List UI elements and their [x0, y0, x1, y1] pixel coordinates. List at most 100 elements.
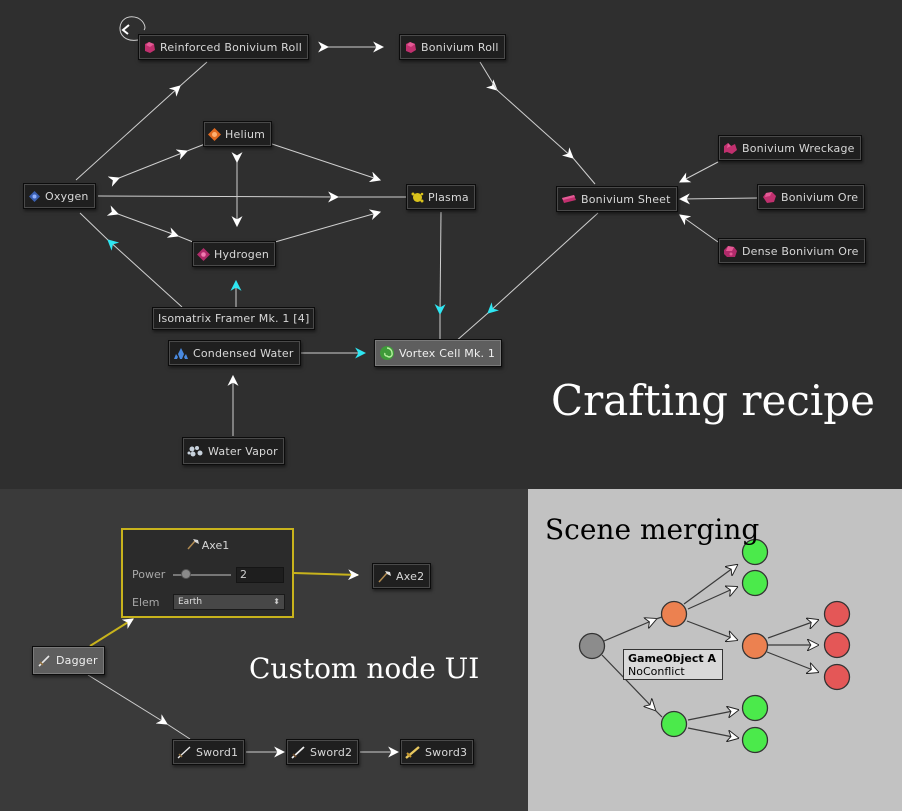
- merge-edge-b-g4: [687, 727, 738, 738]
- edge-hydrogen-plasma: [274, 209, 382, 243]
- node-plasma[interactable]: Plasma: [406, 184, 476, 210]
- scene-merging-title: Scene merging: [545, 513, 760, 546]
- merge-added-node: [741, 538, 769, 566]
- node-label: Isomatrix Framer Mk. 1 [4]: [158, 312, 310, 325]
- merge-added-node: [741, 569, 769, 597]
- merge-changed-node: [741, 632, 769, 660]
- node-axe1[interactable]: Axe1 Power 2 Elem Earth ⬍: [121, 528, 294, 618]
- power-input[interactable]: 2: [236, 567, 284, 583]
- node-label: Sword3: [425, 745, 468, 759]
- node-bonivium-ore[interactable]: Bonivium Ore: [757, 184, 866, 210]
- sheet-icon: [561, 193, 577, 206]
- merge-removed-node: [823, 631, 851, 659]
- edge-plasma-vortex: [434, 211, 446, 316]
- node-bonivium-sheet[interactable]: Bonivium Sheet: [556, 186, 678, 212]
- node-label: Bonivium Sheet: [581, 192, 671, 206]
- elem-selected-value: Earth: [178, 597, 203, 607]
- edge-oxygen-helium-tail: [186, 143, 206, 152]
- edge-roll-sheet: [485, 79, 574, 159]
- edge-oxygen-reinforced: [75, 85, 181, 181]
- node-reinforced-bonivium-roll[interactable]: Reinforced Bonivium Roll: [138, 34, 309, 60]
- power-slider-handle[interactable]: [181, 569, 191, 579]
- node-hydrogen[interactable]: Hydrogen: [192, 241, 277, 267]
- power-slider-track[interactable]: [173, 574, 231, 576]
- merge-added-node: [741, 694, 769, 722]
- sword-icon: [405, 745, 421, 759]
- node-bonivium-roll[interactable]: Bonivium Roll: [399, 34, 506, 60]
- merge-edge-a-o2: [686, 620, 737, 640]
- custom-node-ui-title: Custom node UI: [249, 652, 480, 685]
- axe-icon: [186, 538, 200, 550]
- dense-ore-icon: [723, 245, 738, 258]
- axe-icon: [377, 570, 392, 583]
- merge-edge-root-a: [603, 619, 656, 642]
- power-label: Power: [132, 568, 166, 581]
- node-vortex-cell[interactable]: Vortex Cell Mk. 1: [374, 339, 503, 367]
- edge-ore-sheet: [678, 193, 758, 205]
- crystal-icon: [404, 41, 417, 54]
- merge-removed-node: [823, 663, 851, 691]
- node-condensed-water[interactable]: Condensed Water: [168, 340, 301, 366]
- merge-root-node: [578, 632, 606, 660]
- sword-icon: [177, 745, 192, 759]
- gameobject-tooltip: GameObject A NoConflict: [623, 649, 723, 680]
- edge-dense-ore-sheet: [679, 214, 719, 243]
- node-dense-bonivium-ore[interactable]: Dense Bonivium Ore: [718, 238, 866, 264]
- edge-dagger-axe1: [89, 618, 134, 647]
- node-bonivium-wreckage[interactable]: Bonivium Wreckage: [718, 135, 862, 161]
- edge-oxygen-hydrogen: [106, 205, 180, 238]
- merge-added-node: [741, 726, 769, 754]
- merge-edge-b-g3: [687, 710, 738, 721]
- node-label: Sword2: [310, 745, 353, 759]
- node-label: Vortex Cell Mk. 1: [399, 346, 496, 360]
- merge-edge-a-g2: [687, 587, 737, 610]
- edge-reinforced-self-loop-arrow: [121, 24, 130, 35]
- edge-wreckage-sheet: [679, 161, 719, 183]
- node-label: Dagger: [56, 654, 98, 667]
- edge-sheet-vortex-tail: [454, 312, 489, 343]
- node-label: Axe2: [396, 569, 425, 583]
- merge-edge-o2-r3: [766, 651, 818, 672]
- node-axe2[interactable]: Axe2: [372, 563, 432, 589]
- dropdown-caret-icon: ⬍: [273, 597, 280, 606]
- edge-sheet-vortex: [487, 212, 599, 314]
- wreckage-icon: [723, 142, 738, 155]
- plasma-icon: [411, 191, 424, 204]
- edge-oxygen-reinforced-tail: [179, 61, 208, 87]
- node-label: Bonivium Roll: [421, 40, 499, 54]
- vapor-icon: [187, 445, 204, 458]
- dagger-icon: [37, 654, 52, 667]
- merge-removed-node: [823, 600, 851, 628]
- node-sword1[interactable]: Sword1: [172, 739, 246, 765]
- node-label: Bonivium Ore: [781, 190, 859, 204]
- crafting-recipe-title: Crafting recipe: [551, 376, 876, 425]
- edge-water-oxygen: [107, 239, 183, 308]
- node-label: Condensed Water: [193, 346, 294, 360]
- edge-roll-sheet-bottom: [572, 157, 596, 185]
- edge-oxygen-hydrogen-tail: [177, 235, 194, 243]
- node-label: Oxygen: [45, 189, 89, 203]
- elem-label: Elem: [132, 596, 160, 609]
- edge-oxygen-plasma: [97, 191, 340, 203]
- node-sword2[interactable]: Sword2: [286, 739, 360, 765]
- node-sword3[interactable]: Sword3: [400, 739, 475, 765]
- edge-axe1-axe2: [293, 569, 360, 581]
- helium-icon: [208, 127, 221, 141]
- node-isomatrix-framer[interactable]: Isomatrix Framer Mk. 1 [4]: [152, 307, 316, 330]
- node-helium[interactable]: Helium: [203, 121, 273, 147]
- node-oxygen[interactable]: Oxygen: [23, 183, 96, 209]
- gameobject-status: NoConflict: [628, 665, 685, 678]
- merge-added-node: [660, 710, 688, 738]
- node-label: Dense Bonivium Ore: [742, 244, 859, 258]
- hydrogen-icon: [197, 247, 210, 261]
- ore-icon: [762, 191, 777, 204]
- node-dagger[interactable]: Dagger: [32, 646, 105, 675]
- edge-water-oxygen-tail: [79, 212, 109, 241]
- node-water-vapor[interactable]: Water Vapor: [182, 437, 285, 465]
- crystal-icon: [143, 41, 156, 54]
- water-icon: [173, 347, 189, 360]
- elem-dropdown[interactable]: Earth ⬍: [173, 594, 285, 610]
- oxygen-icon: [28, 190, 41, 203]
- merge-changed-node: [660, 600, 688, 628]
